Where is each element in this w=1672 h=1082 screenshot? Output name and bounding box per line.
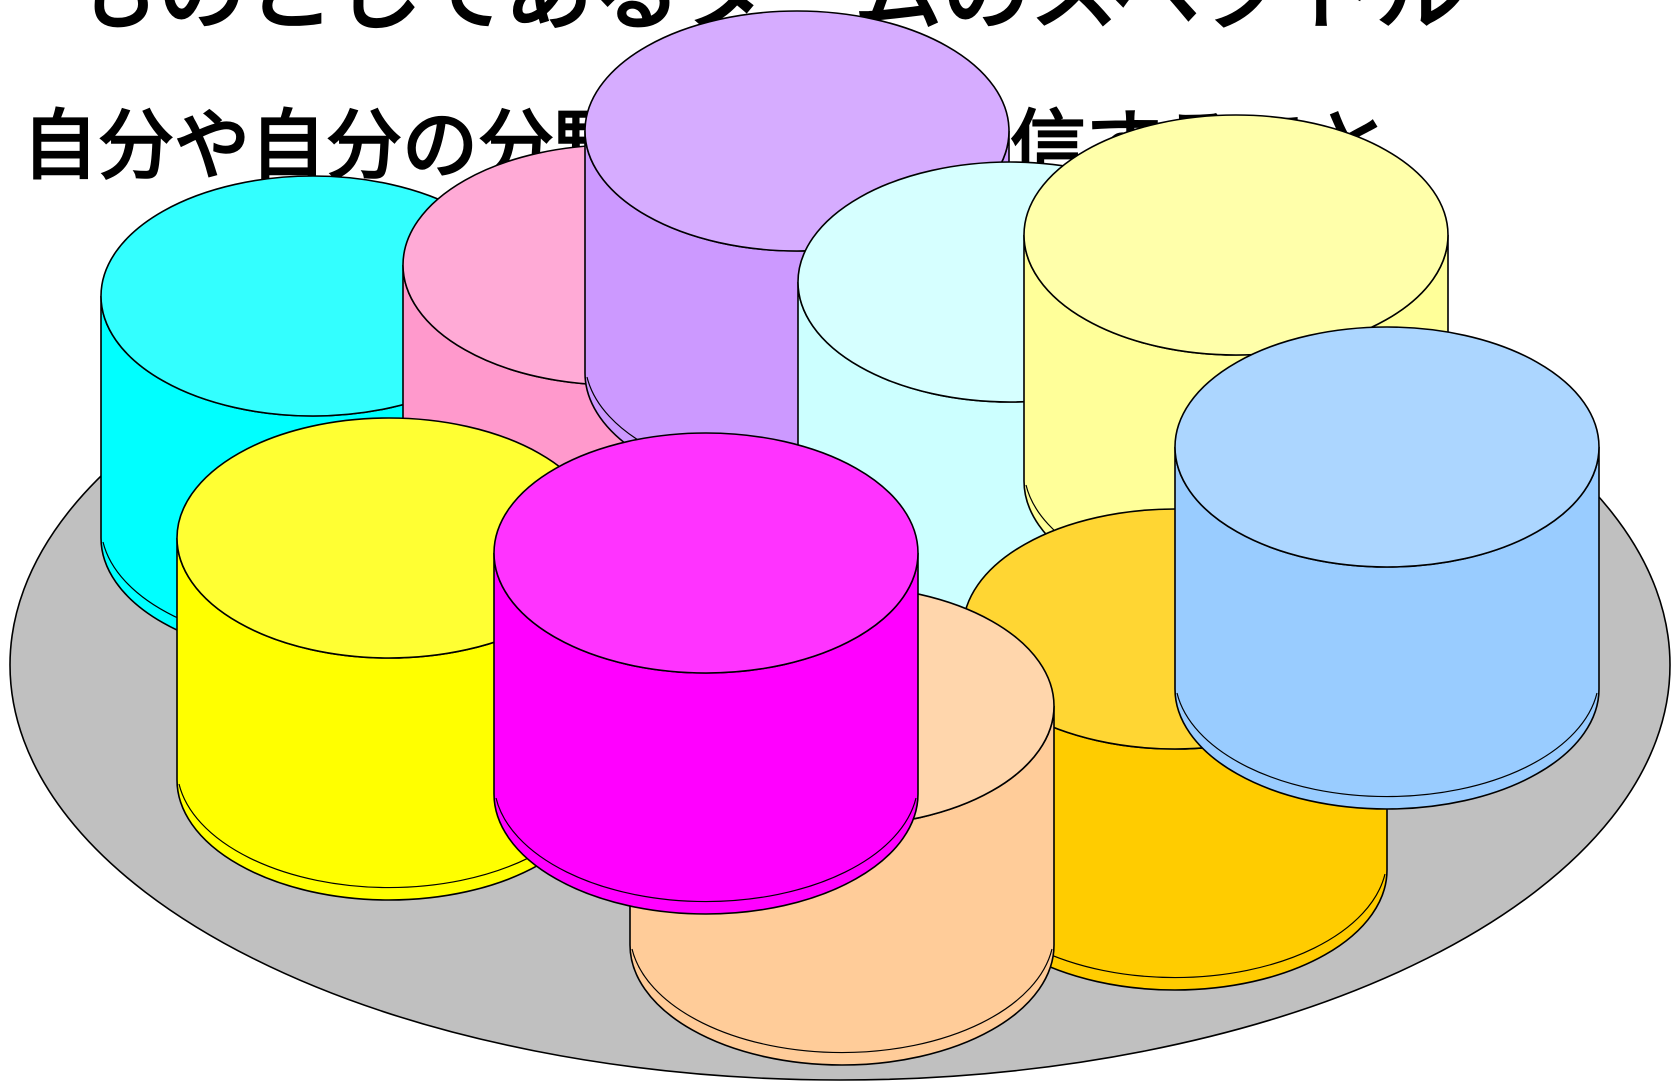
cylinder-light-yellow-top <box>1024 115 1448 355</box>
cylinder-magenta <box>494 433 918 914</box>
cylinder-magenta-top <box>494 433 918 673</box>
cylinder-sky-blue <box>1175 327 1599 809</box>
cylinder-sky-blue-top <box>1175 327 1599 567</box>
